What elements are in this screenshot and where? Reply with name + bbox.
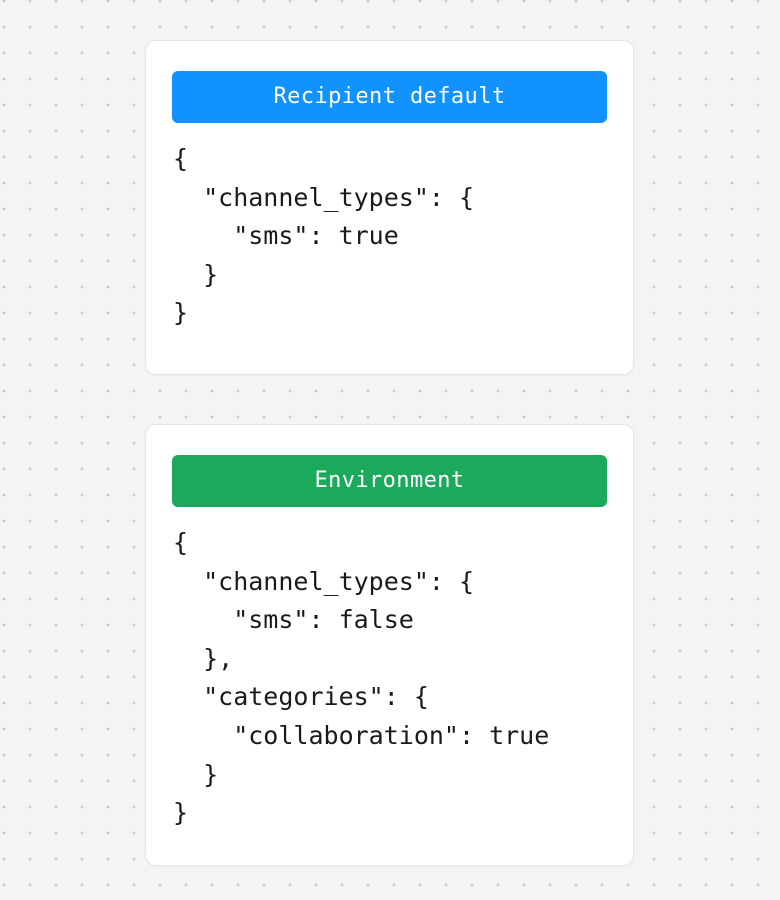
card-body-environment: { "channel_types": { "sms": false }, "ca… <box>173 524 615 833</box>
json-code-block: { "channel_types": { "sms": true } } <box>173 144 475 328</box>
card-environment[interactable]: Environment { "channel_types": { "sms": … <box>145 424 634 866</box>
card-title-bar-recipient-default: Recipient default <box>172 71 607 123</box>
card-title-bar-environment: Environment <box>172 455 607 507</box>
card-title-label: Environment <box>314 468 465 493</box>
card-title-label: Recipient default <box>273 84 506 109</box>
json-code-block: { "channel_types": { "sms": false }, "ca… <box>173 528 550 828</box>
card-body-recipient-default: { "channel_types": { "sms": true } } <box>173 140 615 333</box>
card-recipient-default[interactable]: Recipient default { "channel_types": { "… <box>145 40 634 375</box>
